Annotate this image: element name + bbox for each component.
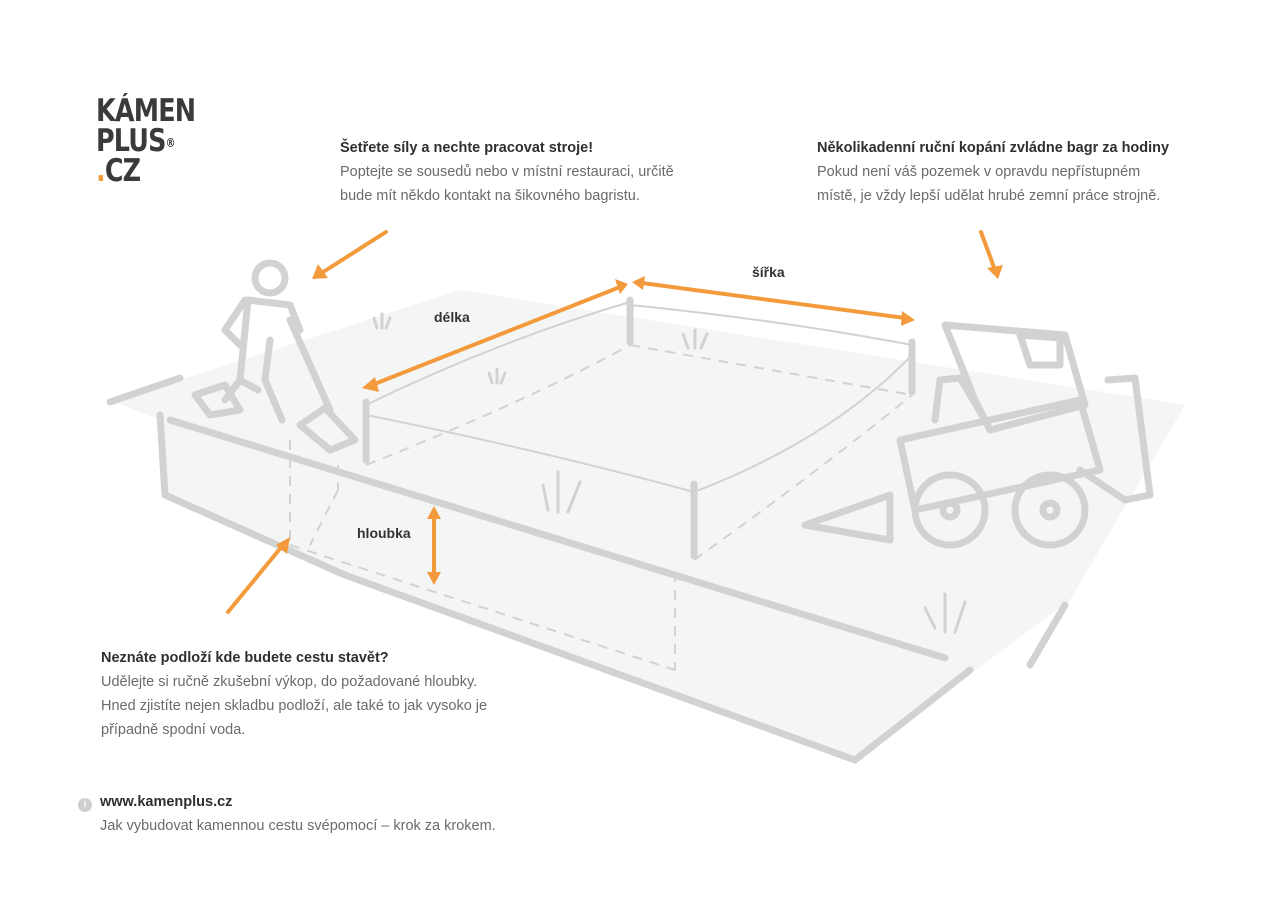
note-line: Hned zjistíte nejen skladbu podloží, ale… <box>101 698 488 714</box>
website-link[interactable]: www.kamenplus.cz <box>100 794 233 810</box>
orange-arrows <box>226 230 1003 614</box>
note-machines: Šetřete síly a nechte pracovat stroje! P… <box>340 136 674 208</box>
label-width: šířka <box>752 264 785 280</box>
note-title: Neznáte podloží kde budete cestu stavět? <box>101 650 389 666</box>
note-excavator: Několikadenní ruční kopání zvládne bagr … <box>817 136 1169 208</box>
logo-line2: PLUS <box>96 123 166 159</box>
info-icon: i <box>78 798 92 812</box>
note-title: Šetřete síly a nechte pracovat stroje! <box>340 140 594 156</box>
logo-line1: KÁMEN <box>96 93 196 129</box>
note-line: Udělejte si ručně zkušební výkop, do pož… <box>101 674 478 690</box>
kamenplus-logo: KÁMEN PLUS® .CZ <box>96 93 196 189</box>
note-line: bude mít někdo kontakt na šikovného bagr… <box>340 188 640 204</box>
worker-figure <box>191 259 359 454</box>
footer-subtitle: Jak vybudovat kamennou cestu svépomocí –… <box>100 818 496 834</box>
note-title: Několikadenní ruční kopání zvládne bagr … <box>817 140 1170 156</box>
excavator-figure <box>801 321 1154 549</box>
label-depth: hloubka <box>357 525 411 541</box>
logo-registered: ® <box>165 136 176 150</box>
note-line: Poptejte se sousedů nebo v místní restau… <box>340 164 674 180</box>
label-length: délka <box>434 309 470 325</box>
footer: i www.kamenplus.cz Jak vybudovat kamennou… <box>78 790 496 838</box>
logo-dot: . <box>96 153 106 189</box>
note-line: místě, je vždy lepší udělat hrubé zemní … <box>817 188 1161 204</box>
trench-box <box>289 296 916 671</box>
note-line: Pokud není váš pozemek v opravdu nepříst… <box>817 164 1141 180</box>
grass-icons <box>372 312 967 634</box>
note-line: případně spodní voda. <box>101 722 246 738</box>
logo-line3: CZ <box>104 153 141 189</box>
note-subsoil: Neznáte podloží kde budete cestu stavět?… <box>101 646 487 742</box>
